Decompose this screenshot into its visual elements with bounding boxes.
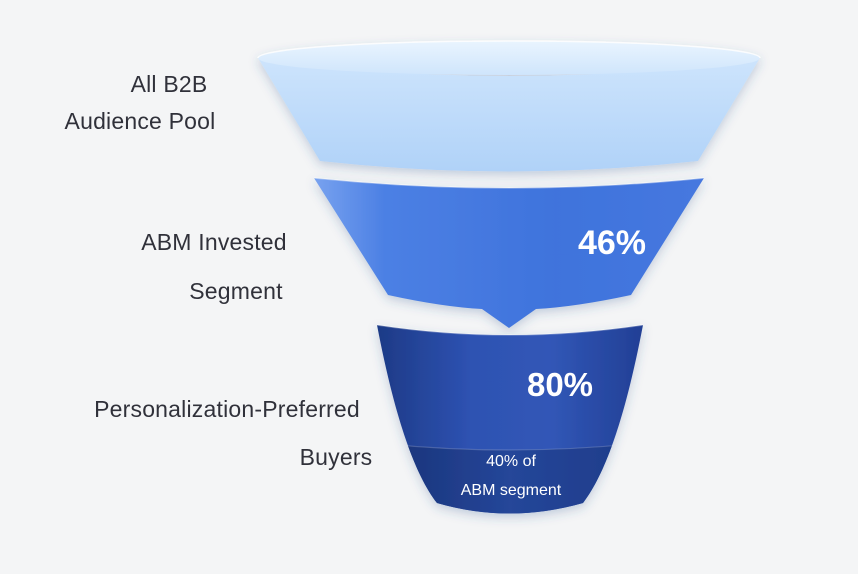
- stage1-label-line2: Audience Pool: [64, 108, 216, 134]
- stage3-label-line2: Buyers: [299, 444, 373, 470]
- funnel-stage-3-shape: [376, 324, 644, 514]
- stage3-label-line1: Personalization-Preferred: [94, 396, 360, 422]
- stage3-value: 80%: [526, 366, 594, 403]
- stage2-label-line1: ABM Invested: [141, 229, 287, 255]
- stage3-subvalue-line2: ABM segment: [460, 482, 562, 499]
- stage1-label-line1: All B2B: [130, 71, 208, 97]
- funnel-stage-2-shape: [313, 177, 705, 328]
- stage2-value: 46%: [577, 224, 647, 262]
- funnel-stage-1-shape: [257, 40, 761, 172]
- stage3-subvalue-line1: 40% of: [486, 453, 536, 470]
- stage2-label-line2: Segment: [189, 278, 283, 304]
